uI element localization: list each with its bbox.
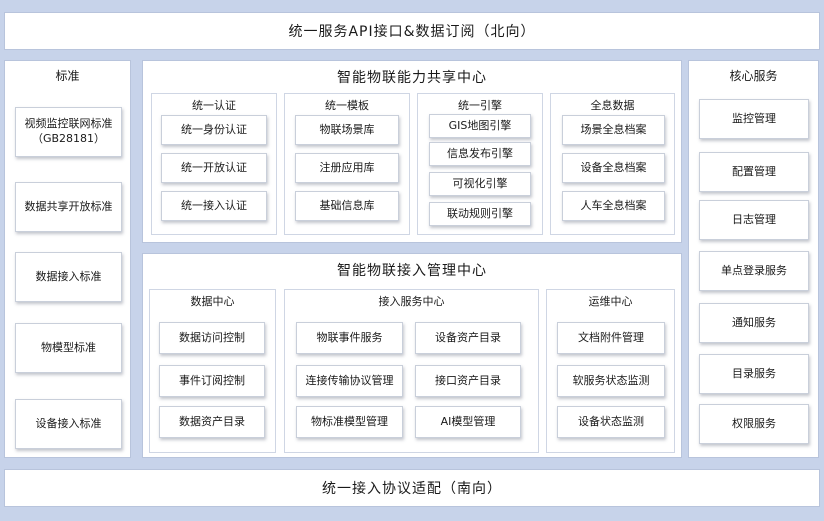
group-title: 运维中心 [588,295,633,308]
standards-title: 标准 [55,69,80,83]
north-bar-label: 统一服务API接口&数据订阅（北向） [288,24,536,40]
group-title: 接入服务中心 [378,295,445,308]
data-center-group: 数据中心 数据访问控制 事件订阅控制 数据资产目录 [149,289,276,453]
core-item-sso: 单点登录服务 [699,251,809,291]
core-item-directory: 目录服务 [699,354,809,394]
north-bar: 统一服务API接口&数据订阅（北向） [4,12,820,50]
group-unified-template: 统一模板 物联场景库 注册应用库 基础信息库 [284,93,410,235]
group-item: 场景全息档案 [562,115,665,145]
group-holographic-data: 全息数据 场景全息档案 设备全息档案 人车全息档案 [550,93,675,235]
group-item: 统一接入认证 [161,191,267,221]
access-center-panel: 智能物联接入管理中心 数据中心 数据访问控制 事件订阅控制 数据资产目录 接入服… [142,253,682,458]
group-item: 物联事件服务 [296,322,403,354]
group-title: 数据中心 [190,295,235,308]
standard-item-label: 物模型标准 [41,340,96,354]
sharing-center-panel: 智能物联能力共享中心 统一认证 统一身份认证 统一开放认证 统一接入认证 统一模… [142,60,682,243]
group-item: 数据访问控制 [159,322,265,354]
group-item: AI模型管理 [415,406,521,438]
group-title: 统一模板 [325,99,369,112]
group-item: 数据资产目录 [159,406,265,438]
group-item: 信息发布引擎 [429,142,531,166]
standard-item-sublabel: （GB28181） [31,132,106,145]
group-unified-auth: 统一认证 统一身份认证 统一开放认证 统一接入认证 [151,93,277,235]
group-item: 接口资产目录 [415,365,521,397]
group-unified-engine: 统一引擎 GIS地图引擎 信息发布引擎 可视化引擎 联动规则引擎 [417,93,543,235]
standard-item-video: 视频监控联网标准 （GB28181） [15,107,122,157]
standard-item-label: 视频监控联网标准 [24,117,113,131]
group-title: 全息数据 [590,99,635,112]
group-item: 设备资产目录 [415,322,521,354]
standard-item-label: 数据共享开放标准 [24,199,113,213]
group-item: GIS地图引擎 [429,114,531,138]
group-title: 统一引擎 [458,99,502,112]
core-item-permission: 权限服务 [699,404,809,444]
standard-item-data-sharing: 数据共享开放标准 [15,182,122,232]
group-item: 设备状态监测 [557,406,665,438]
standard-item-thing-model: 物模型标准 [15,323,122,373]
ops-center-group: 运维中心 文档附件管理 软服务状态监测 设备状态监测 [546,289,675,453]
group-item: 事件订阅控制 [159,365,265,397]
group-item: 设备全息档案 [562,153,665,183]
core-item-config: 配置管理 [699,152,809,192]
group-title: 统一认证 [192,99,236,112]
group-item: 联动规则引擎 [429,202,531,226]
standards-panel: 标准 视频监控联网标准 （GB28181） 数据共享开放标准 数据接入标准 物模… [4,60,131,458]
access-service-group: 接入服务中心 物联事件服务 连接传输协议管理 物标准模型管理 设备资产目录 接口… [284,289,539,453]
standard-item-label: 数据接入标准 [35,269,102,283]
core-item-log: 日志管理 [699,200,809,240]
core-item-monitor: 监控管理 [699,99,809,139]
core-services-panel: 核心服务 监控管理 配置管理 日志管理 单点登录服务 通知服务 目录服务 权限服… [688,60,819,458]
group-item: 基础信息库 [295,191,399,221]
core-item-notify: 通知服务 [699,303,809,343]
group-item: 注册应用库 [295,153,399,183]
sharing-center-title: 智能物联能力共享中心 [337,70,487,86]
standard-item-device-access: 设备接入标准 [15,399,122,449]
south-bar-label: 统一接入协议适配（南向） [322,481,502,497]
group-item: 可视化引擎 [429,172,531,196]
standard-item-data-access: 数据接入标准 [15,252,122,302]
group-item: 物标准模型管理 [296,406,403,438]
group-item: 统一开放认证 [161,153,267,183]
group-item: 软服务状态监测 [557,365,665,397]
group-item: 物联场景库 [295,115,399,145]
group-item: 文档附件管理 [557,322,665,354]
south-bar: 统一接入协议适配（南向） [4,469,820,507]
core-services-title: 核心服务 [729,69,778,83]
group-item: 人车全息档案 [562,191,665,221]
access-center-title: 智能物联接入管理中心 [337,263,487,279]
group-item: 统一身份认证 [161,115,267,145]
group-item: 连接传输协议管理 [296,365,403,397]
standard-item-label: 设备接入标准 [35,416,102,430]
